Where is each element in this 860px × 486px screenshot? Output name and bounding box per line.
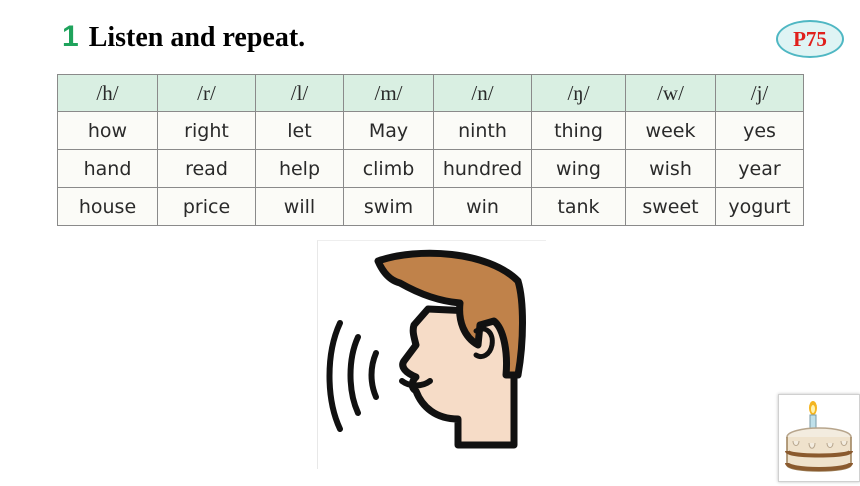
word-cell: tank [531, 187, 626, 226]
word-cell: house [57, 187, 158, 226]
word-cell: yes [715, 111, 804, 150]
word-cell: win [433, 187, 532, 226]
word-cell: hundred [433, 149, 532, 188]
word-cell: hand [57, 149, 158, 188]
speaking-head-illustration [317, 240, 546, 469]
word-cell: will [255, 187, 344, 226]
word-cell: ninth [433, 111, 532, 150]
word-cell: year [715, 149, 804, 188]
activity-number: 1 [62, 20, 79, 53]
header-cell: /n/ [433, 74, 532, 112]
word-cell: week [625, 111, 716, 150]
word-cell: wing [531, 149, 626, 188]
word-cell: swim [343, 187, 434, 226]
header-cell: /w/ [625, 74, 716, 112]
activity-title: 1 Listen and repeat. [62, 20, 305, 54]
word-cell: thing [531, 111, 626, 150]
table-row: house price will swim win tank sweet yog… [57, 187, 804, 226]
table-header-row: /h/ /r/ /l/ /m/ /n/ /ŋ/ /w/ /j/ [57, 74, 804, 112]
word-cell: price [157, 187, 256, 226]
word-cell: help [255, 149, 344, 188]
page-number-badge[interactable]: P75 [776, 20, 844, 58]
word-cell: read [157, 149, 256, 188]
header-cell: /ŋ/ [531, 74, 626, 112]
phonics-table: /h/ /r/ /l/ /m/ /n/ /ŋ/ /w/ /j/ how righ… [57, 74, 804, 226]
activity-title-text: Listen and repeat. [88, 22, 306, 53]
speaking-head-icon [326, 249, 526, 449]
header-cell: /m/ [343, 74, 434, 112]
birthday-cake-icon [785, 401, 853, 472]
header-cell: /h/ [57, 74, 158, 112]
word-cell: right [157, 111, 256, 150]
word-cell: wish [625, 149, 716, 188]
birthday-cake-button[interactable] [778, 394, 860, 482]
header-cell: /j/ [715, 74, 804, 112]
word-cell: let [255, 111, 344, 150]
table-row: how right let May ninth thing week yes [57, 111, 804, 150]
word-cell: climb [343, 149, 434, 188]
word-cell: how [57, 111, 158, 150]
word-cell: May [343, 111, 434, 150]
header-cell: /l/ [255, 74, 344, 112]
header-cell: /r/ [157, 74, 256, 112]
word-cell: sweet [625, 187, 716, 226]
table-row: hand read help climb hundred wing wish y… [57, 149, 804, 188]
word-cell: yogurt [715, 187, 804, 226]
